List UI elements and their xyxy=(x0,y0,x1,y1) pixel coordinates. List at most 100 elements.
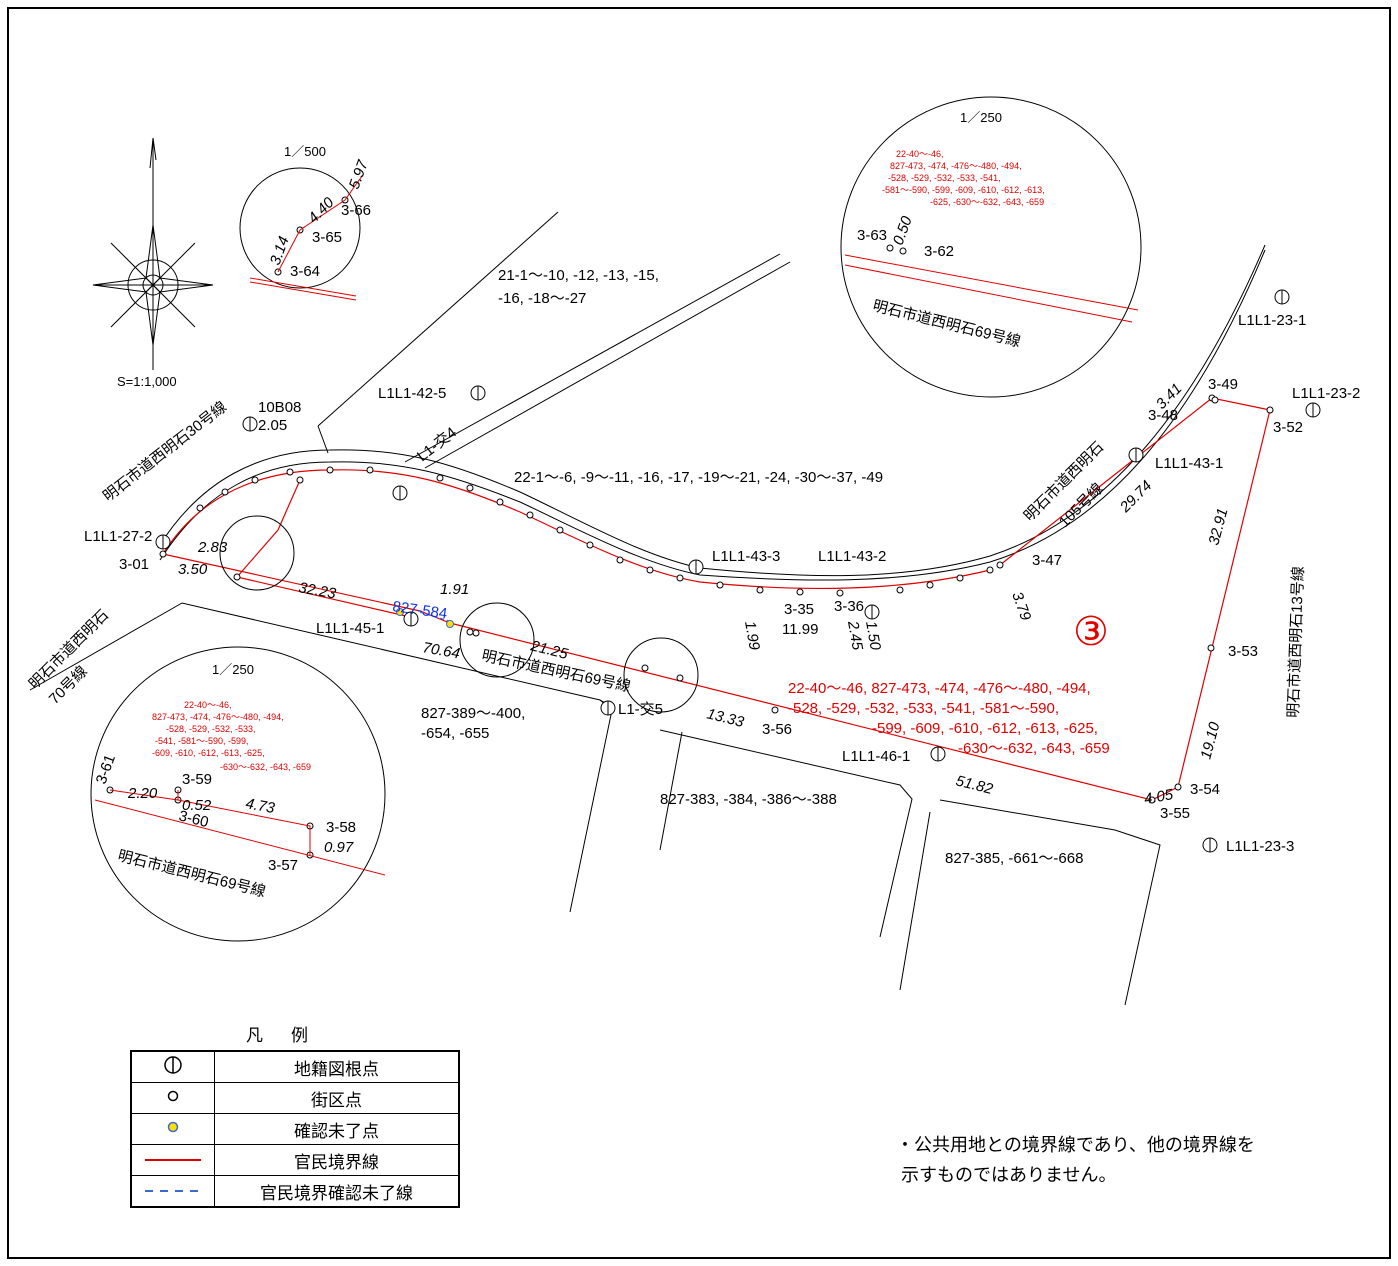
inset-1-dist-3: 5.97 xyxy=(346,158,372,192)
unconfirmed-point-icon xyxy=(167,1121,179,1132)
bp-3-56: 3-56 xyxy=(762,721,792,738)
dist-3-50: 3.50 xyxy=(178,561,208,578)
cp-x5-label: L1-交5 xyxy=(618,700,663,718)
legend-row: 官民境界線 xyxy=(130,1144,460,1176)
inset-3-red-3: -528, -529, -532, -533, xyxy=(166,724,256,734)
cp-43-1-label: L1L1-43-1 xyxy=(1155,455,1223,472)
bp-3-36: 3-36 xyxy=(834,598,864,615)
boundary-line-icon xyxy=(145,1159,201,1161)
parcel-22: 22-1～-6, -9～-11, -16, -17, -19～-21, -24,… xyxy=(514,469,883,486)
inset-2-scale: 1／250 xyxy=(960,110,1002,125)
parcel-389-line2: -654, -655 xyxy=(421,725,489,742)
legend-label: 官民境界確認未了線 xyxy=(214,1175,460,1208)
block-points xyxy=(106,196,1274,859)
bp-3-47: 3-47 xyxy=(1032,552,1062,569)
cp-x4-label: L1-交4 xyxy=(413,423,460,465)
legend-row: 確認未了点 xyxy=(130,1113,460,1145)
inset-2-250: 1／250 22-40～-46, 827-473, -474, -476～-48… xyxy=(844,110,1139,351)
inset-3-dist-1: 2.20 xyxy=(127,785,158,802)
cp-b08-label: 10B08 xyxy=(258,399,301,416)
parcel-unconfirmed: 827-584 xyxy=(391,598,448,622)
unconfirmed-line-icon xyxy=(145,1190,201,1192)
dist-29-74: 29.74 xyxy=(1116,477,1155,516)
dist-1-99: 1.99 xyxy=(741,620,763,652)
parcel-21-line2: -16, -18～-27 xyxy=(498,290,586,307)
inset-3-red-1: 22-40～-46, xyxy=(184,700,232,710)
inset-3-dist-3: 4.73 xyxy=(244,795,276,817)
inset-2-dist: 0.50 xyxy=(890,214,916,248)
parcel-21-line1: 21-1～-10, -12, -13, -15, xyxy=(498,267,659,284)
inset-1-scale: 1／500 xyxy=(284,144,326,159)
legend-row: 地籍図根点 xyxy=(130,1050,460,1083)
dist-19-10: 19.10 xyxy=(1197,720,1223,761)
road-13: 明石市道西明石13号線 xyxy=(1285,566,1307,718)
cp-46-1-label: L1L1-46-1 xyxy=(842,748,910,765)
inset-2-pt-63: 3-63 xyxy=(857,227,887,244)
legend-label: 官民境界線 xyxy=(214,1144,460,1176)
inset-2-red-4: -581～-590, -599, -609, -610, -612, -613, xyxy=(882,185,1045,195)
dist-2-05: 2.05 xyxy=(258,417,287,434)
legend-label: 地籍図根点 xyxy=(214,1050,460,1083)
cp-43-3-label: L1L1-43-3 xyxy=(712,548,780,565)
inset-2-pt-62: 3-62 xyxy=(924,243,954,260)
inset-2-red-1: 22-40～-46, xyxy=(896,149,944,159)
inset-3-pt-60: 3-60 xyxy=(177,807,210,831)
inset-2-road: 明石市道西明石69号線 xyxy=(871,297,1022,350)
inset-3-dist-4: 0.97 xyxy=(324,839,354,856)
cp-43-2-label: L1L1-43-2 xyxy=(818,548,886,565)
inset-3-pt-57: 3-57 xyxy=(268,857,298,874)
inset-3-road: 明石市道西明石69号線 xyxy=(116,847,267,900)
cp-23-3-label: L1L1-23-3 xyxy=(1226,838,1294,855)
bp-3-54: 3-54 xyxy=(1190,781,1220,798)
dist-1-50: 1.50 xyxy=(862,620,884,652)
boundary-lines xyxy=(162,397,1271,801)
inset-3-red-5: -609, -610, -612, -613, -625, xyxy=(152,748,265,758)
inset-2-red-2: 827-473, -474, -476～-480, -494, xyxy=(890,161,1022,171)
unconfirmed-points xyxy=(396,608,454,628)
inset-3-scale: 1／250 xyxy=(212,662,254,677)
legend-row: 街区点 xyxy=(130,1082,460,1114)
legend: 地籍図根点 街区点 確認未了点 官民境界線 官民境界確認未了線 xyxy=(130,1050,460,1208)
dist-3-79: 3.79 xyxy=(1008,590,1034,624)
parcel-385: 827-385, -661～-668 xyxy=(945,850,1083,867)
legend-label: 街区点 xyxy=(214,1082,460,1114)
control-point-icon xyxy=(164,1055,182,1074)
inset-3-red-6: -630～-632, -643, -659 xyxy=(220,762,311,772)
inset-1-dist-2: 4.40 xyxy=(305,194,338,227)
dist-11-99: 11.99 xyxy=(782,621,818,638)
cp-23-1-label: L1L1-23-1 xyxy=(1238,312,1306,329)
inset-2-red-3: -528, -529, -532, -533, -541, xyxy=(888,173,1001,183)
road-30: 明石市道西明石30号線 xyxy=(100,398,230,505)
inset-3-red-2: 827-473, -474, -476～-480, -494, xyxy=(152,712,284,722)
bp-3-55: 3-55 xyxy=(1160,805,1190,822)
cp-23-2-label: L1L1-23-2 xyxy=(1292,385,1360,402)
footnote: ・公共用地との境界線であり、他の境界線を 示すものではありません。 xyxy=(896,1135,1255,1185)
bp-3-48: 3-48 xyxy=(1148,407,1178,424)
parcel-383: 827-383, -384, -386～-388 xyxy=(660,791,837,808)
dist-2-83: 2.83 xyxy=(197,539,228,556)
bp-3-52: 3-52 xyxy=(1273,419,1303,436)
bp-3-01: 3-01 xyxy=(119,556,149,573)
map-scale: S=1:1,000 xyxy=(117,374,177,389)
cp-45-1-label: L1L1-45-1 xyxy=(316,620,384,637)
inset-3-pt-61: 3-61 xyxy=(93,752,119,786)
dist-13-33: 13.33 xyxy=(705,705,746,731)
inset-1-pt-66: 3-66 xyxy=(341,202,371,219)
control-points xyxy=(155,289,1321,853)
cp-42-5-label: L1L1-42-5 xyxy=(378,385,446,402)
dist-70-64: 70.64 xyxy=(421,639,461,662)
parcel-389-line1: 827-389～-400, xyxy=(421,705,525,722)
legend-title: 凡例 xyxy=(246,1026,336,1045)
block-point-icon xyxy=(167,1090,179,1101)
inset-1-500: 1／500 3-64 3-65 3-66 3.14 4.40 5.97 xyxy=(249,144,372,301)
dist-2-45: 2.45 xyxy=(844,619,866,652)
parcel-red-line1: 22-40～-46, 827-473, -474, -476～-480, -49… xyxy=(788,680,1091,697)
detail-callout-circles xyxy=(90,96,1142,942)
inset-2-red-5: -625, -630～-632, -643, -659 xyxy=(930,197,1044,207)
parcel-red-line3: -599, -609, -610, -612, -613, -625, xyxy=(872,720,1098,737)
inset-3-pt-58: 3-58 xyxy=(326,819,356,836)
dist-32-91: 32.91 xyxy=(1205,506,1231,547)
dist-51-82: 51.82 xyxy=(954,772,995,798)
dist-32-23: 32.23 xyxy=(297,579,338,602)
